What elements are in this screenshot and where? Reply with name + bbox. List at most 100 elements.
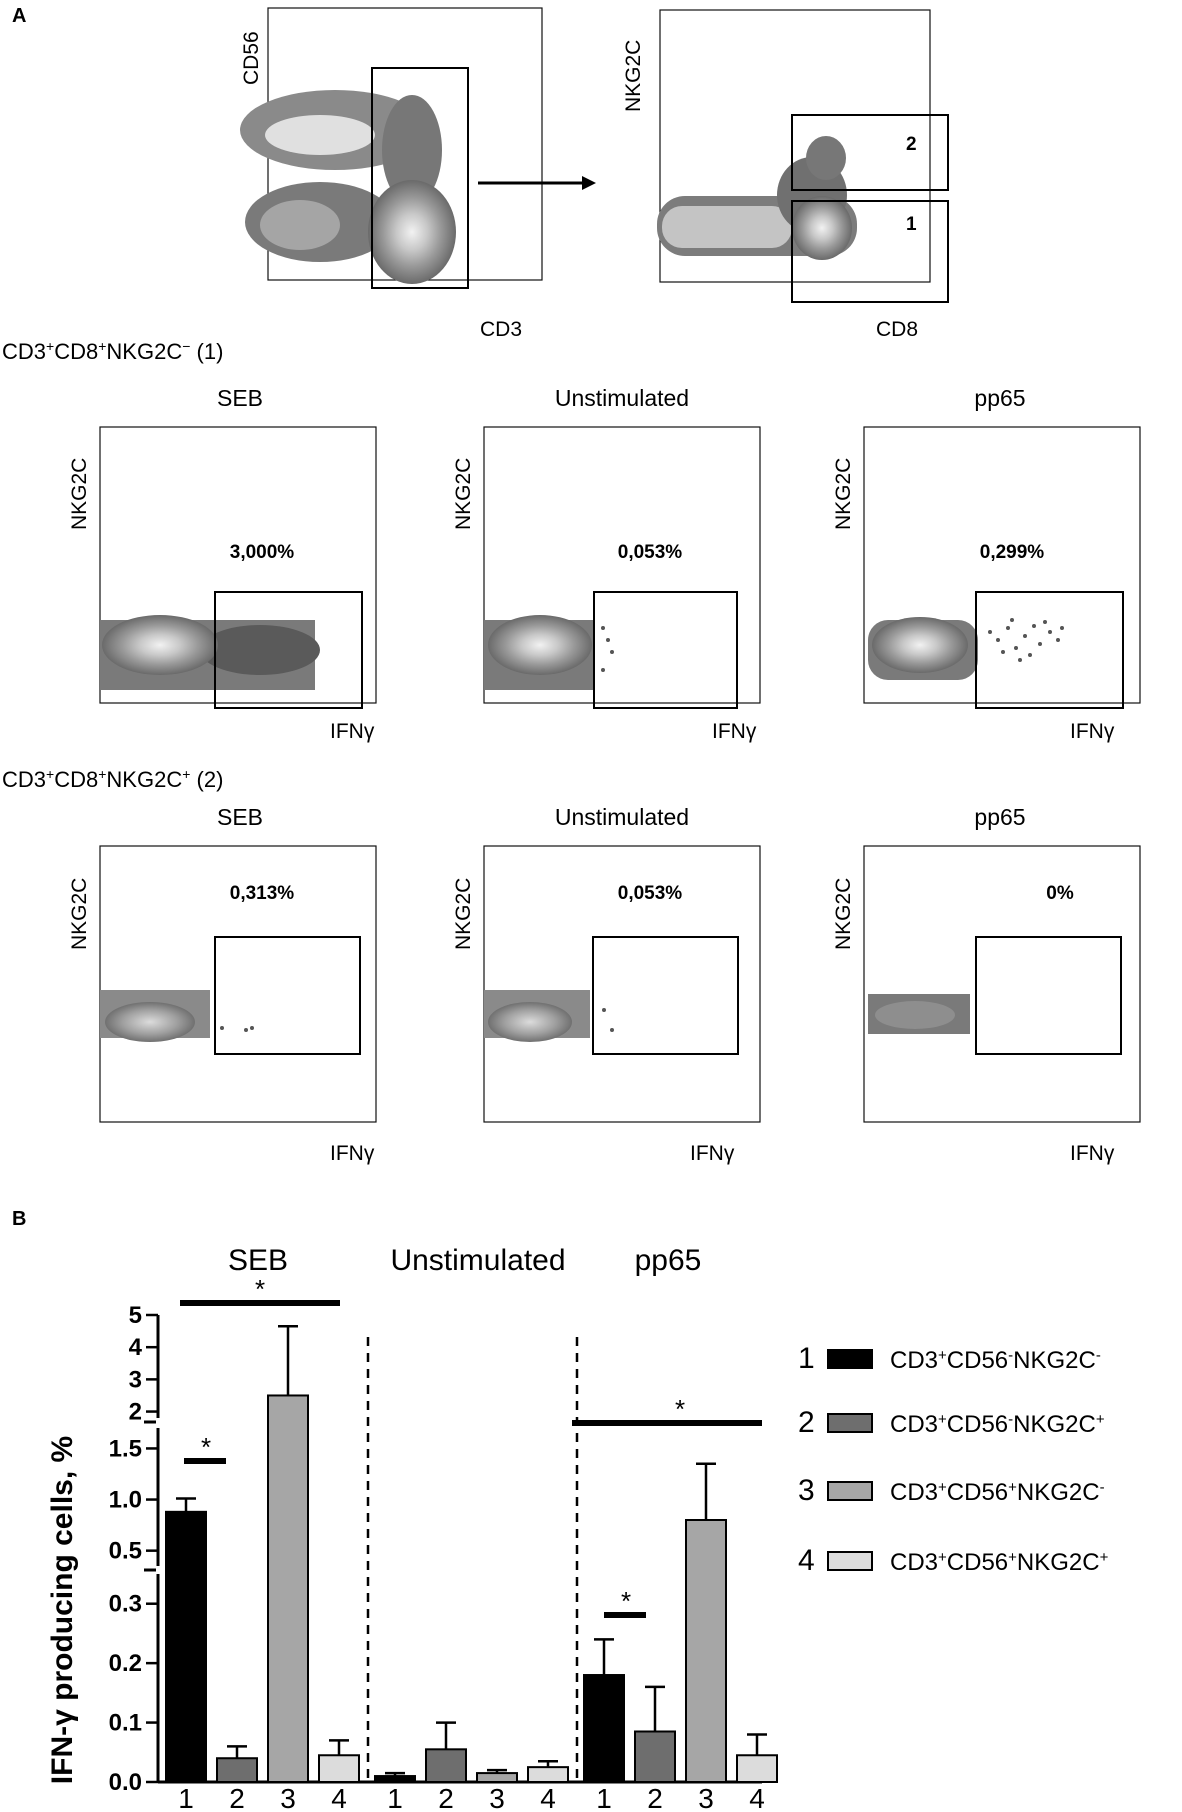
bar-pp65-3	[685, 1519, 727, 1783]
y-tick-label: 0.1	[109, 1710, 142, 1737]
x-tick-label: 4	[331, 1783, 347, 1812]
legend-swatch-1	[827, 1349, 873, 1369]
x-tick-label: 1	[178, 1783, 194, 1812]
bar-seb-1	[165, 1510, 207, 1784]
row1-pp65-title: pp65	[974, 385, 1025, 411]
group-title-seb: SEB	[228, 1244, 288, 1277]
legend-swatch-3	[827, 1481, 873, 1501]
group-title-pp65: pp65	[635, 1244, 702, 1277]
gate-arrow	[478, 176, 596, 190]
bar-pp65-4	[736, 1754, 778, 1784]
row1-pp65-percent: 0,299%	[980, 542, 1045, 563]
row1-seb-percent: 3,000%	[230, 542, 295, 563]
sig-star-pp65-1-2: *	[621, 1586, 631, 1616]
y-tick-label: 0.2	[109, 1650, 142, 1677]
row1-pp65-plot: pp65 NKG2C IFNγ 0,299%	[832, 385, 1141, 743]
x-tick-label: 1	[596, 1783, 612, 1812]
row2-unstim-gate	[592, 936, 739, 1055]
row2-unstim-percent: 0,053%	[618, 883, 683, 904]
bar-pp65-1	[583, 1674, 625, 1783]
gate-1-label: 1	[906, 214, 917, 235]
row1-population-label: CD3+CD8+NKG2C− (1)	[2, 338, 223, 364]
x-tick-label: 3	[698, 1783, 714, 1812]
row1-unstim-gate	[593, 591, 738, 709]
row1-unstim-ylabel: NKG2C	[452, 458, 475, 530]
sig-star-seb-1-2: *	[201, 1432, 211, 1462]
row2-unstim-title: Unstimulated	[555, 804, 689, 830]
row2-seb-plot: SEB NKG2C IFNγ 0,313%	[68, 804, 377, 1165]
ylabel-nkg2c-top: NKG2C	[622, 40, 645, 112]
y-tick-label: 5	[129, 1302, 142, 1329]
x-tick-label: 1	[387, 1783, 403, 1812]
row2-seb-percent: 0,313%	[230, 883, 295, 904]
xlabel-cd3: CD3	[480, 318, 522, 341]
row2-unstim-ylabel: NKG2C	[452, 878, 475, 950]
row1-seb-plot: SEB NKG2C IFNγ 3,000%	[68, 385, 377, 743]
legend-swatch-2	[827, 1413, 873, 1433]
row1-unstim-percent: 0,053%	[618, 542, 683, 563]
xlabel-cd8: CD8	[876, 318, 918, 341]
y-tick-label: 0.0	[109, 1769, 142, 1796]
row2-pp65-gate	[975, 936, 1122, 1055]
row2-pp65-plot: pp65 NKG2C IFNγ 0%	[832, 804, 1141, 1165]
legend-label-2: CD3+CD56-NKG2C+	[890, 1411, 1105, 1439]
x-tick-label: 3	[489, 1783, 505, 1812]
row2-unstimulated-plot: Unstimulated NKG2C IFNγ 0,053%	[452, 804, 761, 1165]
x-tick-label: 4	[749, 1783, 765, 1812]
cd3-cd56-dot-plot: CD56 CD3	[240, 7, 543, 341]
ylabel-cd56: CD56	[240, 31, 263, 85]
bar-unstimulated-4	[527, 1766, 569, 1783]
row2-pp65-title: pp65	[974, 804, 1025, 830]
row2-pp65-percent: 0%	[1046, 883, 1074, 904]
x-tick-label: 2	[647, 1783, 663, 1812]
chart-ylabel: IFN-γ producing cells, %	[46, 1436, 79, 1784]
sig-star-pp65-1-3: *	[675, 1394, 685, 1424]
gate-2-label: 2	[906, 134, 917, 155]
row1-seb-gate	[214, 591, 363, 709]
bar-seb-4	[318, 1754, 360, 1784]
gate-1	[791, 200, 949, 303]
legend-label-4: CD3+CD56+NKG2C+	[890, 1549, 1109, 1577]
panel-label-a: A	[12, 5, 26, 27]
row2-population-label: CD3+CD8+NKG2C+ (2)	[2, 766, 223, 792]
row1-pp65-gate	[975, 591, 1124, 709]
row2-seb-gate	[214, 936, 361, 1055]
significance-markers: * * * *	[180, 1274, 762, 1618]
legend-number: 3	[798, 1474, 815, 1507]
row1-pp65-xlabel: IFNγ	[1070, 720, 1115, 743]
y-tick-label: 0.3	[109, 1591, 142, 1618]
row1-unstim-title: Unstimulated	[555, 385, 689, 411]
cd8-nkg2c-dot-plot: 2 1 NKG2C CD8	[622, 9, 949, 341]
y-tick-label: 1.5	[109, 1435, 142, 1462]
x-tick-label: 2	[438, 1783, 454, 1812]
y-tick-label: 4	[129, 1334, 143, 1361]
group-title-unstimulated: Unstimulated	[390, 1244, 565, 1277]
x-tick-label: 3	[280, 1783, 296, 1812]
legend-swatch-4	[827, 1551, 873, 1571]
legend-number: 1	[798, 1342, 815, 1375]
row2-pp65-xlabel: IFNγ	[1070, 1142, 1115, 1165]
x-tick-label: 2	[229, 1783, 245, 1812]
legend-label-3: CD3+CD56+NKG2C-	[890, 1479, 1105, 1507]
y-tick-label: 1.0	[109, 1487, 142, 1514]
row2-seb-xlabel: IFNγ	[330, 1142, 375, 1165]
panel-label-b: B	[12, 1208, 26, 1230]
row2-seb-title: SEB	[217, 804, 263, 830]
bar-pp65-2	[634, 1730, 676, 1784]
bar-seb-3	[267, 1394, 309, 1783]
cd3-gate	[371, 67, 469, 289]
legend-number: 2	[798, 1406, 815, 1439]
sig-star-seb-1-3: *	[255, 1274, 265, 1304]
row1-unstimulated-plot: Unstimulated NKG2C IFNγ 0,053%	[452, 385, 761, 743]
row2-unstim-xlabel: IFNγ	[690, 1142, 735, 1165]
legend-number: 4	[798, 1544, 815, 1577]
row1-seb-xlabel: IFNγ	[330, 720, 375, 743]
row1-pp65-ylabel: NKG2C	[832, 458, 855, 530]
legend-label-1: CD3+CD56-NKG2C-	[890, 1347, 1101, 1375]
row1-unstim-xlabel: IFNγ	[712, 720, 757, 743]
row1-pp65-scatter	[988, 618, 1064, 662]
y-tick-label: 3	[129, 1366, 142, 1393]
bar-unstimulated-2	[425, 1748, 467, 1784]
